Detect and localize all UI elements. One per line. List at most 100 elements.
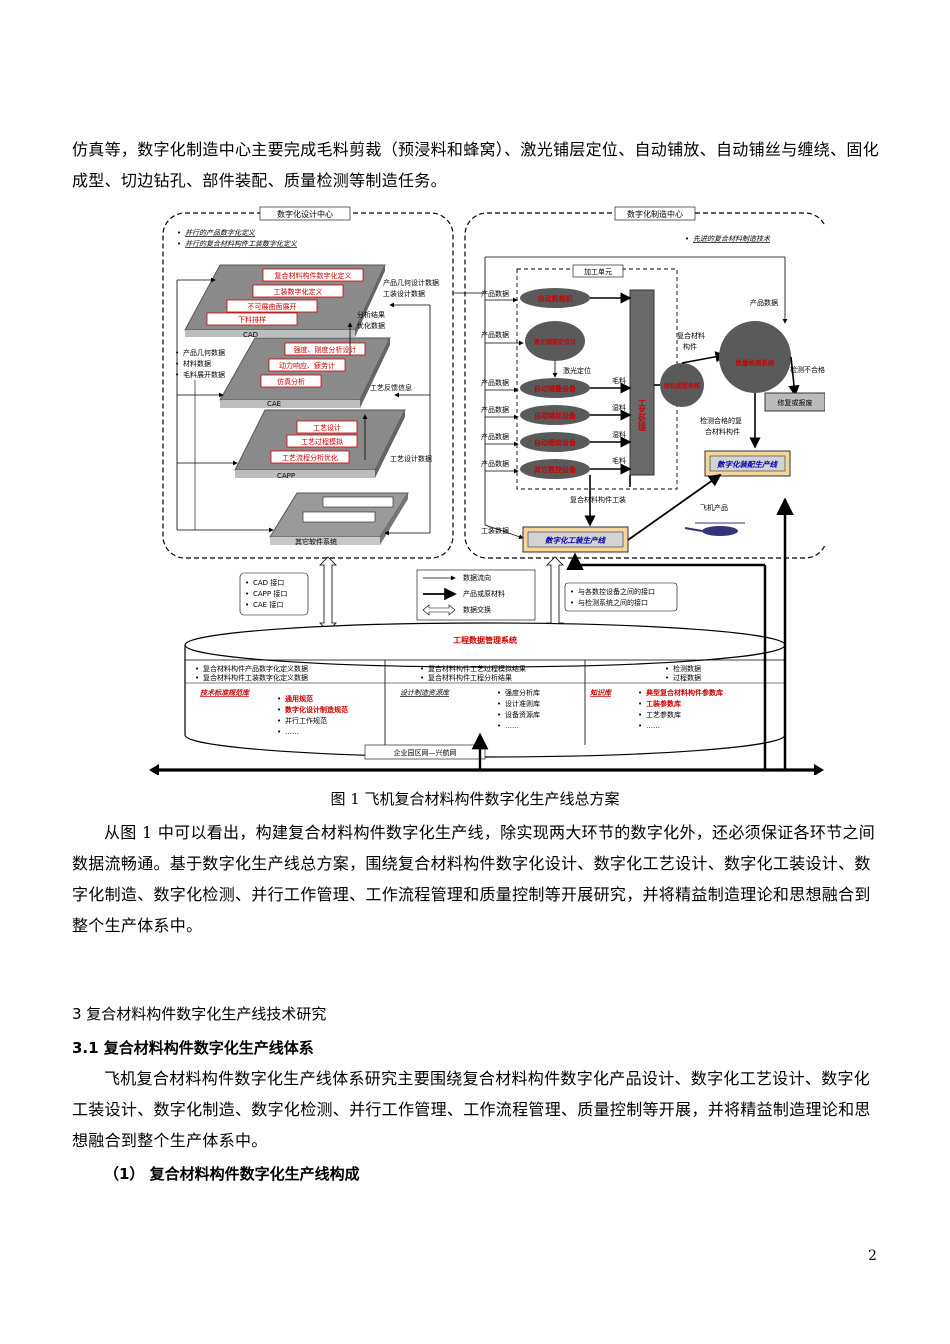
cad-item-1: 复合材料构件数字化定义: [275, 271, 352, 280]
svg-text:•: •: [570, 599, 574, 607]
design-side-label-1: 产品几何设计数据: [383, 278, 439, 287]
svg-text:•: •: [497, 711, 501, 719]
assembly-line-label: 数字化装配生产线: [717, 460, 778, 469]
svg-text:•: •: [177, 240, 181, 248]
lib3-item-3: 工艺参数库: [646, 710, 681, 719]
composite-label-2: 构件: [683, 342, 697, 351]
svg-text:•: •: [277, 728, 281, 736]
cae-item-1: 强度、刚度分析设计: [294, 345, 357, 354]
pdm-col3-1: 检测数据: [673, 664, 701, 673]
material-label-3: 湿料: [612, 430, 626, 439]
cure-system-label: 固化成型系统: [664, 382, 700, 390]
fail-label: 检测不合格: [790, 365, 825, 374]
quality-system-label: 质量检测系统: [736, 358, 776, 367]
svg-text:•: •: [638, 722, 642, 730]
mfg-center-title: 数字化制造中心: [627, 209, 683, 219]
svg-text:•: •: [420, 674, 424, 682]
tooling-data-label: 工装数据: [481, 526, 509, 535]
svg-text:•: •: [685, 235, 689, 243]
section-3-heading: 3 复合材料构件数字化生产线技术研究: [72, 1005, 327, 1023]
material-label-1: 毛料: [612, 376, 626, 385]
helicopter-icon: [684, 522, 745, 536]
design-note-1: 并行的产品数字化定义: [185, 229, 256, 237]
subsection-heading: （1） 复合材料构件数字化生产线构成: [104, 1165, 360, 1183]
lib2-item-3: 设备资源库: [505, 710, 540, 719]
section-3-1-heading: 3.1 复合材料构件数字化生产线体系: [72, 1039, 314, 1057]
design-side-label-3: 分析结果: [357, 310, 385, 319]
pdm-title: 工程数据管理系统: [453, 635, 517, 645]
process-label: 工艺处理: [637, 399, 647, 432]
cae-item-3: 仿真分析: [277, 377, 305, 386]
cad-item-3: 不可展曲面展开: [248, 302, 297, 311]
left-label-3: 产品数据: [481, 378, 509, 387]
left-label-2: 产品数据: [481, 330, 509, 339]
left-label-1: 产品数据: [481, 289, 509, 298]
pdm-col2-1: 复合材料构件工艺过程模拟结果: [428, 664, 526, 673]
svg-text:•: •: [638, 711, 642, 719]
pass-label-1: 检测合格的复: [700, 416, 742, 425]
device-2: 激光铺层定位仪: [534, 338, 577, 346]
lib1-item-1: 通用规范: [285, 694, 313, 703]
svg-text:•: •: [195, 674, 199, 682]
interface-cae: CAE 接口: [253, 600, 283, 609]
tooling-line-label: 数字化工装生产线: [545, 536, 606, 545]
lib1-title: 技术标准规范库: [200, 688, 251, 697]
capp-label: CAPP: [277, 472, 295, 480]
device-6: 其它数控设备: [534, 465, 577, 474]
svg-text:•: •: [497, 700, 501, 708]
network-label: 企业园区网—兴航网: [394, 748, 457, 757]
pdm-col2-2: 复合材料构件工程分析结果: [428, 673, 512, 682]
paragraph-1: 从图 1 中可以看出，构建复合材料构件数字化生产线，除实现两大环节的数字化外，还…: [72, 823, 876, 935]
svg-text:•: •: [277, 695, 281, 703]
device-5: 自动缠绕设备: [534, 438, 577, 447]
svg-text:•: •: [245, 579, 249, 587]
design-input-1: 产品几何数据: [183, 348, 225, 357]
svg-text:•: •: [638, 700, 642, 708]
svg-text:•: •: [497, 689, 501, 697]
page-number: 2: [868, 1248, 877, 1264]
cae-label: CAE: [267, 400, 281, 408]
device-interface-1: 与各数控设备之间的接口: [578, 587, 655, 596]
lib3-item-1: 典型复合材料构件参数库: [646, 688, 723, 697]
left-label-5: 产品数据: [481, 432, 509, 441]
cad-item-4: 下料排样: [238, 315, 266, 324]
cad-item-2: 工装数字化定义: [274, 287, 323, 296]
svg-text:•: •: [665, 665, 669, 673]
lib3-title: 知识库: [589, 688, 613, 697]
pdm-col1-1: 复合材料构件产品数字化定义数据: [203, 664, 308, 673]
svg-text:•: •: [195, 665, 199, 673]
legend-data-exchange: 数据交换: [463, 605, 491, 614]
legend-data-flow: 数据流向: [463, 573, 491, 582]
design-input-2: 材料数据: [183, 359, 211, 368]
svg-text:•: •: [638, 689, 642, 697]
device-list: 自动剪裁机 激光铺层定位仪 自动铺叠设备 自动铺丝设备 自动缠绕设备 其它数控设…: [520, 288, 590, 479]
design-note-2: 并行的复合材料构件工装数字化定义: [185, 240, 298, 248]
lib2-item-1: 强度分析库: [505, 688, 540, 697]
lib1-item-3: 并行工作规范: [285, 716, 327, 725]
paragraph-2: 飞机复合材料构件数字化生产线体系研究主要围绕复合材料构件数字化产品设计、数字化工…: [72, 1069, 871, 1150]
design-side-label-2: 工装设计数据: [383, 289, 425, 298]
cure-system-node: [660, 363, 704, 407]
interface-cad: CAD 接口: [253, 578, 284, 587]
figure-caption: 图 1 飞机复合材料构件数字化生产线总方案: [330, 790, 620, 808]
svg-text:•: •: [570, 588, 574, 596]
svg-text:•: •: [497, 722, 501, 730]
lib2-item-4: ……: [505, 722, 519, 730]
device-3: 自动铺叠设备: [534, 384, 577, 393]
svg-text:•: •: [420, 665, 424, 673]
pdm-col3-2: 过程数据: [673, 673, 701, 682]
svg-text:•: •: [665, 674, 669, 682]
product-data-label: 产品数据: [750, 298, 778, 307]
capp-item-3: 工艺流程分析优化: [282, 453, 338, 462]
svg-text:•: •: [245, 590, 249, 598]
cae-item-2: 动力响应、疲劳计: [279, 361, 335, 370]
left-label-6: 产品数据: [481, 459, 509, 468]
capp-item-2: 工艺过程模拟: [301, 437, 343, 446]
production-line-diagram: 数字化设计中心 并行的产品数字化定义 并行的复合材料构件工装数字化定义 •• 复…: [149, 206, 825, 775]
design-side-label-6: 工艺设计数据: [390, 454, 432, 463]
capp-item-1: 工艺设计: [313, 423, 341, 432]
design-side-label-4: 优化数据: [357, 321, 385, 330]
tooling-label: 复合材料构件工装: [570, 495, 626, 504]
process-bar: [629, 289, 655, 476]
material-label-4: 毛料: [612, 456, 626, 465]
